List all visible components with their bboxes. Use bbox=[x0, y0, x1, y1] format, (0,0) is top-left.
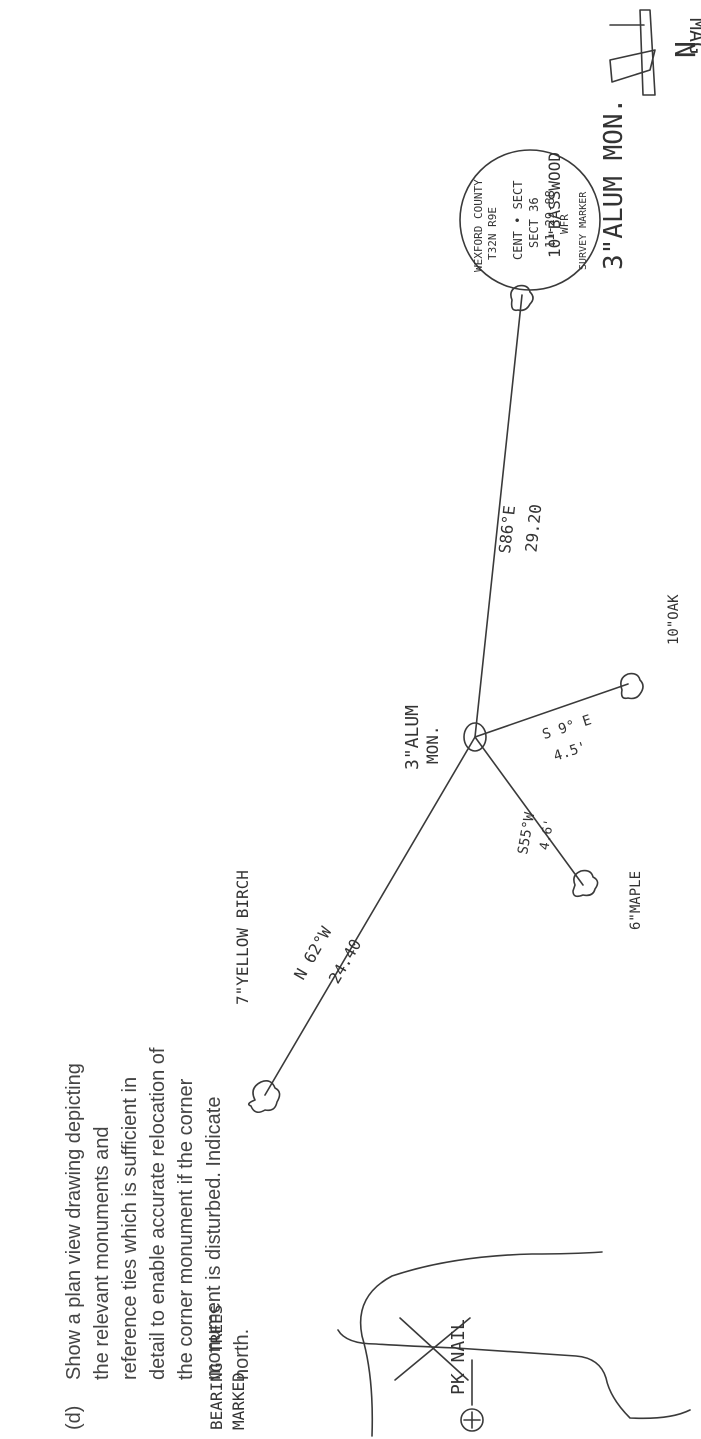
tie-line-basswood bbox=[474, 294, 523, 738]
road-sketch: PK NAIL bbox=[337, 1251, 691, 1437]
pk-nail-label: PK NAIL bbox=[448, 1319, 469, 1395]
tie-distance: 24.40 bbox=[325, 936, 366, 987]
tie-bearing: S 9° E bbox=[540, 712, 593, 743]
tie-target: 10"OAK bbox=[666, 594, 682, 645]
mag-label: MAG bbox=[685, 18, 701, 54]
instruction-line: detail to enable accurate relocation of bbox=[147, 1047, 169, 1380]
instruction-line: the relevant monuments and bbox=[91, 1127, 113, 1381]
north-arrow: N MAG bbox=[609, 9, 701, 96]
cap-line3: 11-29-88 bbox=[543, 190, 557, 248]
maple-tree-icon bbox=[572, 869, 599, 898]
center-monument-line2: MON. bbox=[423, 725, 442, 764]
tie-line-maple bbox=[474, 736, 584, 886]
basswood-tree-icon bbox=[510, 284, 534, 312]
oak-tree-icon bbox=[620, 672, 644, 700]
cap-bottom: SURVEY MARKER bbox=[578, 191, 589, 270]
instruction-line: Show a plan view drawing depicting bbox=[63, 1063, 85, 1380]
center-monument: 3"ALUM MON. bbox=[402, 705, 487, 770]
cap-line4: WFR bbox=[558, 214, 571, 234]
center-monument-icon bbox=[463, 722, 487, 752]
road-edge-line bbox=[359, 1251, 603, 1437]
cap-line1: CENT • SECT bbox=[511, 181, 525, 260]
tie-bearing: S86°E bbox=[495, 504, 519, 554]
tie-distance: 29.20 bbox=[521, 503, 545, 553]
tie-target: 10"BASSWOOD bbox=[545, 152, 564, 258]
tie-target: 7"YELLOW BIRCH bbox=[233, 870, 252, 1005]
tie-target: 6"MAPLE bbox=[628, 871, 644, 930]
north-arrow-icon bbox=[609, 9, 656, 96]
tie-bearing: S55°W bbox=[515, 811, 538, 856]
tie-line-yellow-birch bbox=[264, 736, 476, 1096]
tie-lines bbox=[264, 294, 629, 1096]
north-label: N bbox=[669, 41, 701, 58]
cap-county: WEXFORD COUNTY bbox=[472, 179, 485, 272]
x-mark-icon bbox=[394, 1317, 471, 1381]
yellow-birch-tree-icon bbox=[247, 1080, 281, 1114]
tie-line-oak bbox=[474, 683, 629, 738]
center-monument-line1: 3"ALUM bbox=[402, 705, 423, 770]
bearing-trees-note: MARKED bbox=[229, 1372, 248, 1430]
monument-cap-detail: WEXFORD COUNTY T32N R9E CENT • SECT SECT… bbox=[459, 149, 601, 291]
instruction-line: the corner monument if the corner bbox=[175, 1078, 197, 1380]
instruction-line: north. bbox=[231, 1329, 253, 1380]
bearing-trees-note: BEARING TREES bbox=[207, 1305, 226, 1430]
tie-distance: 4.5' bbox=[552, 739, 589, 765]
road-edge-line bbox=[337, 1329, 691, 1420]
instruction-block: (d) Show a plan view drawing depicting t… bbox=[63, 1047, 253, 1430]
instruction-line: reference ties which is sufficient in bbox=[119, 1077, 141, 1380]
cap-line2: SECT 36 bbox=[527, 197, 541, 248]
monument-title: 3"ALUM MON. bbox=[599, 98, 629, 270]
cap-township: T32N R9E bbox=[486, 207, 499, 260]
magnetic-arrow-icon bbox=[609, 49, 656, 83]
instruction-line: monument is disturbed. Indicate bbox=[203, 1097, 225, 1381]
pk-nail-cross-icon bbox=[463, 1411, 481, 1429]
tie-distance: 4.6' bbox=[537, 818, 557, 851]
instruction-label: (d) bbox=[63, 1406, 85, 1430]
pk-nail-icon bbox=[460, 1408, 484, 1432]
